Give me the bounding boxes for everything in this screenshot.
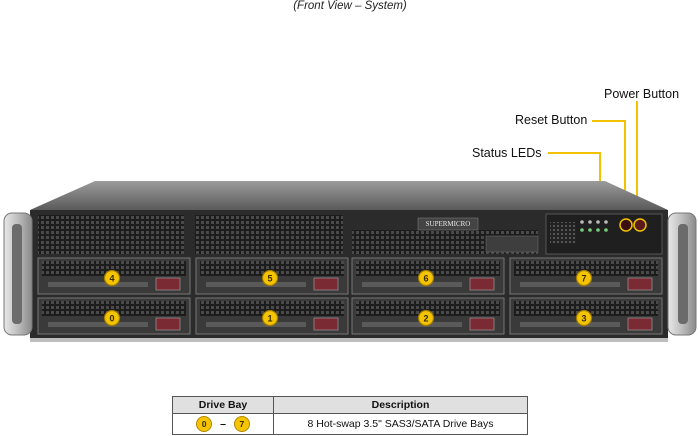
legend-header-row: Drive Bay Description: [172, 396, 528, 414]
drive-bay-number: 7: [581, 274, 586, 284]
brand-logo: SUPERMICRO: [426, 220, 471, 228]
header-description: Description: [273, 396, 528, 414]
bay-start-badge: 0: [196, 416, 213, 432]
drive-bay-2[interactable]: 2: [351, 297, 505, 335]
drive-bay-number: 6: [423, 274, 428, 284]
status-leds-label: Status LEDs: [472, 146, 542, 160]
drive-bay-number: 0: [109, 314, 114, 324]
drive-bay-6[interactable]: 6: [351, 257, 505, 295]
status-leds: [580, 220, 608, 232]
drive-bay-badge: [575, 309, 593, 327]
drive-bay-badge: [575, 269, 593, 287]
drive-bay-number: 4: [109, 274, 114, 284]
legend-row: 0–7 8 Hot-swap 3.5" SAS3/SATA Drive Bays: [172, 413, 528, 435]
reset-button: [619, 218, 633, 232]
drive-bay-0[interactable]: 0: [37, 297, 191, 335]
figure-caption: (Front View – System): [293, 0, 407, 12]
drive-bay-number: 1: [267, 314, 272, 324]
front-vent-1: [38, 215, 184, 254]
drive-bay-badge: [261, 269, 279, 287]
drive-bay-badge: [261, 309, 279, 327]
header-drive-bay: Drive Bay: [172, 396, 274, 414]
drive-bay-4[interactable]: 4: [37, 257, 191, 295]
drive-bay-7[interactable]: 7: [509, 257, 663, 295]
drive-bay-range-cell: 0–7: [172, 413, 274, 435]
status-leds-lead-h: [548, 152, 601, 154]
drive-bay-badge: [417, 269, 435, 287]
power-button-lead-v: [636, 101, 638, 221]
reset-button-lead-h: [592, 120, 626, 122]
drive-bay-5[interactable]: 5: [195, 257, 349, 295]
brand-plate: [417, 217, 479, 231]
drive-bay-description: 8 Hot-swap 3.5" SAS3/SATA Drive Bays: [273, 413, 528, 435]
front-vent-2: [195, 215, 343, 254]
power-button: [633, 218, 647, 232]
drive-bay-badge: [103, 269, 121, 287]
power-button-label: Power Button: [604, 87, 680, 101]
bay-range-separator: –: [220, 418, 226, 430]
chassis-top-cover: [30, 181, 668, 210]
bay-end-badge: 7: [233, 416, 250, 432]
reset-button-label: Reset Button: [515, 113, 588, 127]
drive-bay-grid: 4 5 6 7 0 1 2 3: [37, 257, 663, 335]
drive-bay-legend-table: Drive Bay Description 0–7 8 Hot-swap 3.5…: [172, 396, 528, 435]
drive-bay-number: 5: [267, 274, 272, 284]
drive-bay-badge: [417, 309, 435, 327]
drive-bay-badge: [103, 309, 121, 327]
drive-bay-1[interactable]: 1: [195, 297, 349, 335]
drive-bay-3[interactable]: 3: [509, 297, 663, 335]
drive-bay-number: 3: [581, 314, 586, 324]
reset-button-lead-v: [624, 120, 626, 221]
drive-bay-number: 2: [423, 314, 428, 324]
